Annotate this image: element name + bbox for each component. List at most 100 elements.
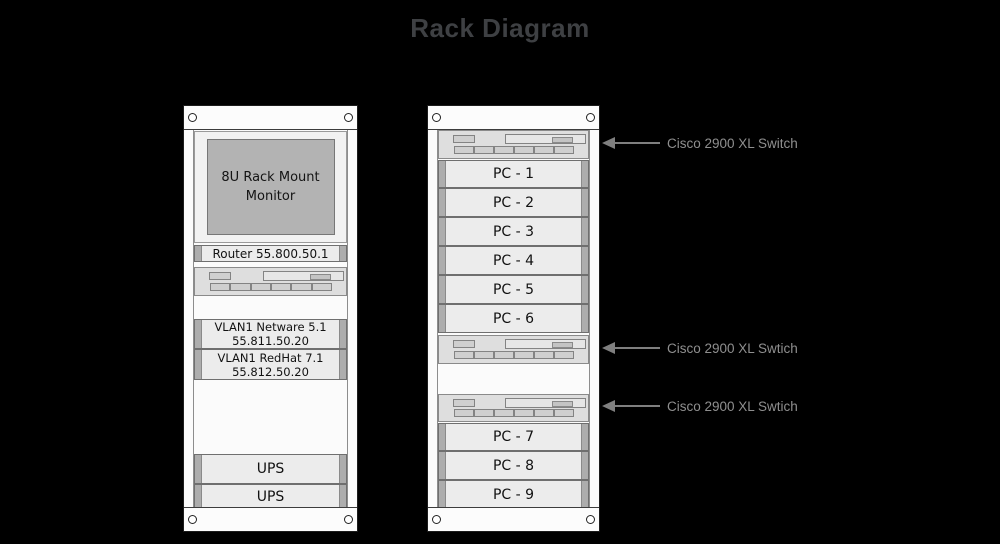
pc-label: PC - 9 bbox=[492, 486, 535, 503]
switch-port bbox=[311, 283, 332, 291]
switch-port bbox=[494, 409, 514, 417]
annotation-label: Cisco 2900 XL Swtich bbox=[667, 398, 798, 414]
annotation-label: Cisco 2900 XL Switch bbox=[667, 135, 798, 151]
router-label: Router 55.800.50.1 bbox=[212, 246, 329, 261]
vlan-unit-netware: VLAN1 Netware 5.1 55.811.50.20 bbox=[194, 319, 347, 349]
ups-label: UPS bbox=[256, 461, 285, 477]
screw-hole-icon bbox=[586, 515, 595, 524]
switch-port-row bbox=[454, 146, 574, 154]
left-rack: 8U Rack Mount Monitor Router 55.800.50.1 bbox=[183, 105, 358, 532]
pc-label: PC - 4 bbox=[492, 252, 535, 269]
unit-tab bbox=[581, 189, 588, 216]
rack-rail-left bbox=[437, 129, 438, 508]
switch-port bbox=[534, 351, 554, 359]
unit-tab bbox=[195, 455, 202, 483]
arrow-line bbox=[615, 347, 660, 349]
unit-tab bbox=[439, 305, 446, 332]
unit-tab bbox=[195, 485, 202, 509]
pc-unit-4: PC - 4 bbox=[438, 246, 589, 275]
unit-tab bbox=[581, 305, 588, 332]
arrow-line bbox=[615, 142, 660, 144]
switch-panel-button bbox=[310, 274, 331, 280]
switch-port bbox=[453, 340, 475, 348]
monitor-unit: 8U Rack Mount Monitor bbox=[194, 131, 347, 243]
screw-hole-icon bbox=[188, 113, 197, 122]
right-rack: PC - 1 PC - 2 PC - 3 PC - 4 PC - 5 PC - … bbox=[427, 105, 600, 532]
switch-port bbox=[454, 351, 474, 359]
rack-rail-left bbox=[193, 129, 194, 508]
unit-tab bbox=[195, 320, 202, 348]
screw-hole-icon bbox=[586, 113, 595, 122]
switch-panel-button bbox=[552, 401, 573, 407]
page-title: Rack Diagram bbox=[410, 13, 590, 43]
pc-label: PC - 7 bbox=[492, 429, 535, 445]
pc-unit-5: PC - 5 bbox=[438, 275, 589, 304]
unit-tab bbox=[439, 161, 446, 187]
switch-port bbox=[474, 409, 494, 417]
router-unit: Router 55.800.50.1 bbox=[194, 245, 347, 262]
unit-tab bbox=[439, 218, 446, 245]
unit-tab bbox=[581, 247, 588, 274]
switch-port bbox=[209, 272, 231, 280]
switch-port bbox=[534, 409, 554, 417]
arrow-line bbox=[615, 405, 660, 407]
switch-panel-slot bbox=[505, 339, 586, 349]
vlan-ip: 55.811.50.20 bbox=[232, 334, 309, 348]
switch-port bbox=[270, 283, 292, 291]
pc-label: PC - 6 bbox=[492, 310, 535, 327]
switch-port bbox=[494, 351, 514, 359]
vlan-name: VLAN1 Netware 5.1 bbox=[214, 320, 327, 334]
switch-port bbox=[291, 283, 312, 291]
switch-port bbox=[210, 283, 231, 291]
arrow-left-icon bbox=[602, 342, 615, 354]
switch-port bbox=[230, 283, 251, 291]
unit-tab bbox=[439, 481, 446, 508]
unit-tab bbox=[581, 161, 588, 187]
monitor-label: 8U Rack Mount Monitor bbox=[221, 170, 320, 204]
rack-top-bar bbox=[184, 106, 357, 130]
switch-port-row bbox=[454, 351, 574, 359]
switch-port bbox=[454, 146, 474, 154]
switch-panel-button bbox=[552, 137, 573, 143]
ups-unit-1: UPS bbox=[194, 454, 347, 484]
unit-tab bbox=[581, 218, 588, 245]
pc-label: PC - 8 bbox=[492, 457, 535, 474]
switch-panel-slot bbox=[505, 398, 586, 408]
unit-tab bbox=[339, 455, 346, 483]
pc-unit-9: PC - 9 bbox=[438, 480, 589, 509]
rack-bottom-bar bbox=[428, 507, 599, 531]
switch-port bbox=[454, 409, 474, 417]
switch-unit-2 bbox=[438, 335, 589, 364]
switch-port bbox=[494, 146, 514, 154]
unit-tab bbox=[195, 350, 202, 379]
switch-port bbox=[453, 135, 475, 143]
rack-top-bar bbox=[428, 106, 599, 130]
switch-port bbox=[554, 146, 574, 154]
pc-label: PC - 3 bbox=[492, 223, 535, 240]
vlan-ip: 55.812.50.20 bbox=[232, 364, 309, 379]
pc-unit-6: PC - 6 bbox=[438, 304, 589, 333]
switch-port bbox=[453, 399, 475, 407]
switch-port bbox=[250, 283, 271, 291]
switch-port bbox=[474, 351, 494, 359]
pc-unit-8: PC - 8 bbox=[438, 451, 589, 480]
switch-panel-slot bbox=[505, 134, 586, 144]
pc-label: PC - 1 bbox=[492, 166, 535, 182]
unit-tab bbox=[581, 276, 588, 303]
ups-label: UPS bbox=[256, 489, 285, 505]
pc-label: PC - 5 bbox=[492, 281, 535, 298]
switch-unit bbox=[194, 267, 347, 296]
annotation-switch-3: Cisco 2900 XL Swtich bbox=[602, 398, 798, 414]
unit-tab bbox=[339, 246, 346, 261]
switch-port-row bbox=[454, 409, 574, 417]
unit-tab bbox=[339, 320, 346, 348]
switch-port bbox=[514, 146, 534, 154]
switch-unit-1 bbox=[438, 130, 589, 159]
arrow-left-icon bbox=[602, 400, 615, 412]
monitor-screen: 8U Rack Mount Monitor bbox=[206, 139, 335, 235]
rack-rail-right bbox=[589, 129, 590, 508]
switch-port bbox=[514, 351, 534, 359]
annotation-switch-1: Cisco 2900 XL Switch bbox=[602, 135, 798, 151]
rack-bottom-bar bbox=[184, 507, 357, 531]
unit-tab bbox=[339, 350, 346, 379]
